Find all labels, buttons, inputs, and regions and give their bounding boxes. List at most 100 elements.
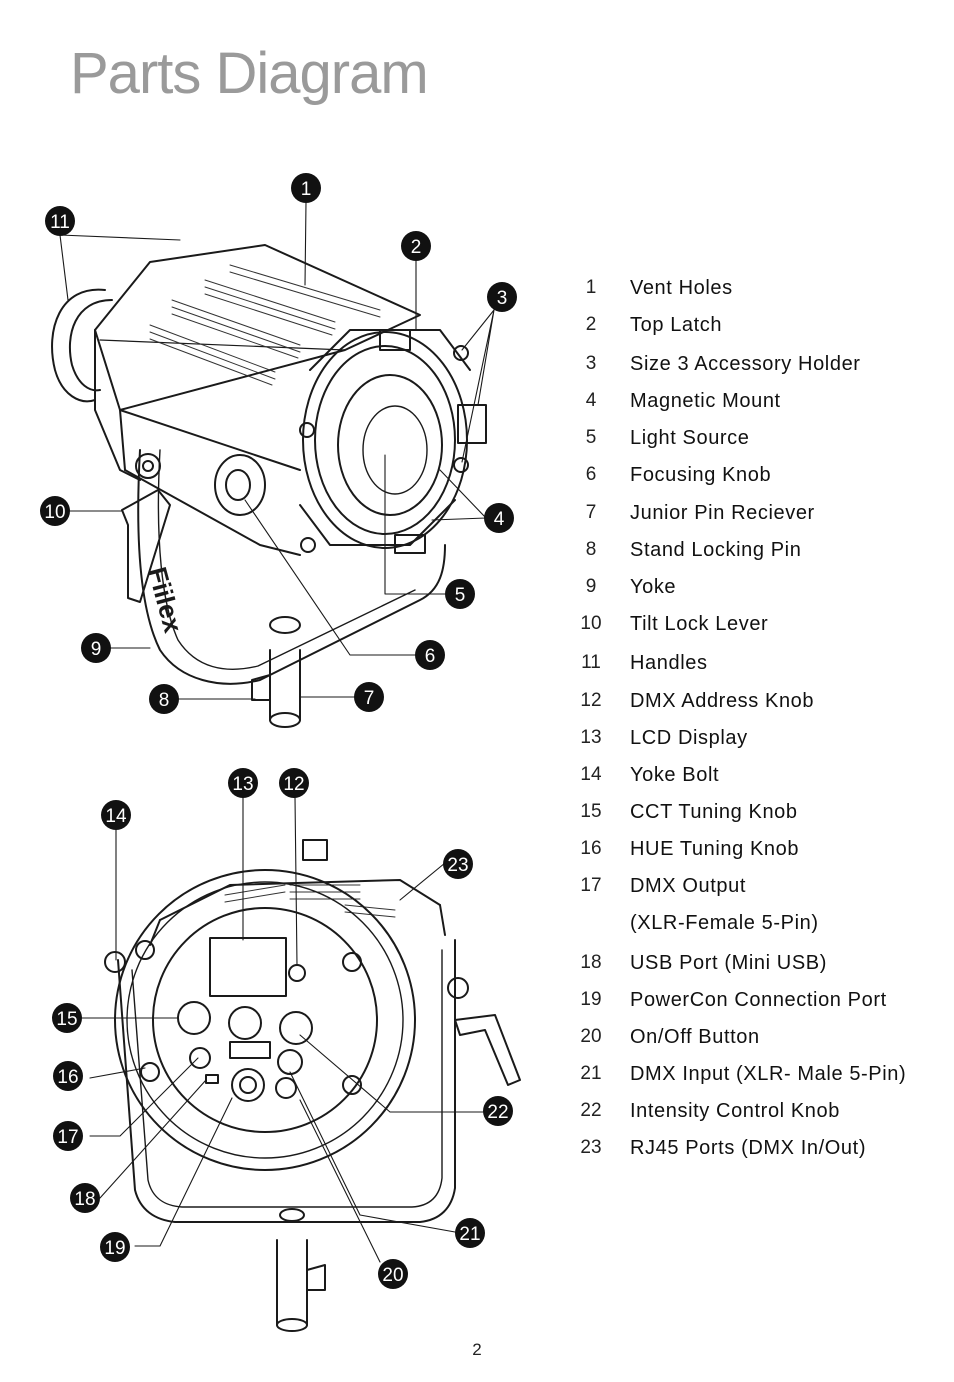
legend-label: DMX Address Knob [630, 690, 815, 712]
legend-label: Vent Holes [630, 277, 733, 299]
badge-13: 13 [232, 774, 253, 795]
legend-label: USB Port (Mini USB) [630, 952, 827, 974]
legend-number: 15 [580, 801, 602, 822]
badge-19: 19 [104, 1238, 125, 1259]
legend-item: 2 Top Latch [578, 313, 938, 337]
legend-number: 21 [580, 1063, 602, 1084]
badge-22: 22 [487, 1102, 508, 1123]
callout-leader-lines [59, 201, 495, 1263]
legend-label: Intensity Control Knob [630, 1100, 840, 1122]
badge-16: 16 [57, 1067, 78, 1088]
legend-label: Handles [630, 652, 708, 674]
badge-3: 3 [497, 288, 508, 309]
legend-number: 13 [580, 727, 602, 748]
legend-label: PowerCon Connection Port [630, 989, 887, 1011]
legend-item: 1 Vent Holes [578, 276, 938, 300]
badge-12: 12 [283, 774, 304, 795]
legend-label: (XLR-Female 5-Pin) [630, 912, 819, 934]
badge-15: 15 [56, 1009, 77, 1030]
legend-number: 16 [580, 838, 602, 859]
legend-number: 3 [585, 353, 597, 374]
legend-item: 14 Yoke Bolt [578, 763, 938, 787]
page-title: Parts Diagram [70, 41, 429, 106]
legend-label: CCT Tuning Knob [630, 801, 798, 823]
legend-label: DMX Input (XLR- Male 5-Pin) [630, 1063, 907, 1085]
badge-9: 9 [91, 639, 102, 660]
legend-item: 19 PowerCon Connection Port [578, 988, 938, 1012]
legend-item: 18 USB Port (Mini USB) [578, 951, 938, 975]
legend-number: 1 [585, 277, 597, 298]
legend-label: Tilt Lock Lever [630, 613, 769, 635]
badge-4: 4 [494, 509, 505, 530]
legend-number: 14 [580, 764, 602, 785]
legend-number: 22 [580, 1100, 602, 1121]
legend-label: Light Source [630, 427, 750, 449]
legend-item: 3 Size 3 Accessory Holder [578, 352, 938, 376]
legend-number: 4 [585, 390, 597, 411]
badge-21: 21 [459, 1224, 480, 1245]
legend-number: 9 [585, 576, 597, 597]
legend-label: Focusing Knob [630, 464, 772, 486]
legend-item: 20 On/Off Button [578, 1025, 938, 1049]
badge-6: 6 [425, 646, 436, 667]
legend-label: HUE Tuning Knob [630, 838, 800, 860]
legend-item: 9 Yoke [578, 575, 938, 599]
legend-item: 23 RJ45 Ports (DMX In/Out) [578, 1136, 938, 1160]
legend-item: 22 Intensity Control Knob [578, 1099, 938, 1123]
callout-badge-numbers: 1 2 3 4 5 6 7 8 9 10 11 12 13 14 15 16 1… [44, 179, 508, 1286]
badge-5: 5 [455, 585, 466, 606]
legend-label: Stand Locking Pin [630, 539, 802, 561]
parts-diagram-illustration: Fiilex [40, 173, 521, 1332]
legend-label: Size 3 Accessory Holder [630, 353, 861, 375]
badge-23: 23 [447, 855, 468, 876]
legend-number: 17 [580, 875, 602, 896]
legend-number: 23 [580, 1137, 602, 1158]
legend-number: 2 [585, 314, 597, 335]
legend-item: 7 Junior Pin Reciever [578, 501, 938, 525]
legend-label: DMX Output [630, 875, 747, 897]
legend-item: 5 Light Source [578, 426, 938, 450]
legend-label: Junior Pin Reciever [630, 502, 815, 524]
legend-number: 10 [580, 613, 602, 634]
badge-10: 10 [44, 502, 65, 523]
badge-11: 11 [50, 212, 70, 233]
legend-number: 7 [585, 502, 597, 523]
legend-item: 10 Tilt Lock Lever [578, 612, 938, 636]
legend-number: 19 [580, 989, 602, 1010]
legend-item: 8 Stand Locking Pin [578, 538, 938, 562]
badge-18: 18 [74, 1189, 95, 1210]
legend-number: 6 [585, 464, 597, 485]
legend-number: 18 [580, 952, 602, 973]
legend-number: 12 [580, 690, 602, 711]
badge-8: 8 [159, 690, 170, 711]
legend-label: Yoke Bolt [630, 764, 720, 786]
legend-item: 6 Focusing Knob [578, 463, 938, 487]
legend-number: 5 [585, 427, 597, 448]
legend-item: 15 CCT Tuning Knob [578, 800, 938, 824]
legend-number: 8 [585, 539, 597, 560]
legend-item: 17 DMX Output [578, 874, 938, 898]
legend-label: On/Off Button [630, 1026, 760, 1048]
legend-number: 11 [581, 652, 601, 673]
badge-1: 1 [301, 179, 312, 200]
legend-item: (XLR-Female 5-Pin) [578, 911, 938, 935]
badge-14: 14 [105, 806, 127, 827]
badge-17: 17 [57, 1127, 78, 1148]
badge-7: 7 [364, 688, 375, 709]
legend-item: 4 Magnetic Mount [578, 389, 938, 413]
legend-label: LCD Display [630, 727, 748, 749]
badge-2: 2 [411, 237, 422, 258]
legend-label: Top Latch [630, 314, 723, 336]
legend-item: 12 DMX Address Knob [578, 689, 938, 713]
legend-item: 13 LCD Display [578, 726, 938, 750]
legend-label: Yoke [630, 576, 677, 598]
legend-item: 11 Handles [578, 651, 938, 675]
legend-label: RJ45 Ports (DMX In/Out) [630, 1137, 867, 1159]
badge-20: 20 [382, 1265, 403, 1286]
legend-label: Magnetic Mount [630, 390, 781, 412]
rear-view-light-illustration [104, 839, 521, 1332]
callout-badges [40, 173, 517, 1289]
legend-item: 21 DMX Input (XLR- Male 5-Pin) [578, 1062, 938, 1086]
legend-item: 16 HUE Tuning Knob [578, 837, 938, 861]
page-number: 2 [472, 1340, 482, 1359]
